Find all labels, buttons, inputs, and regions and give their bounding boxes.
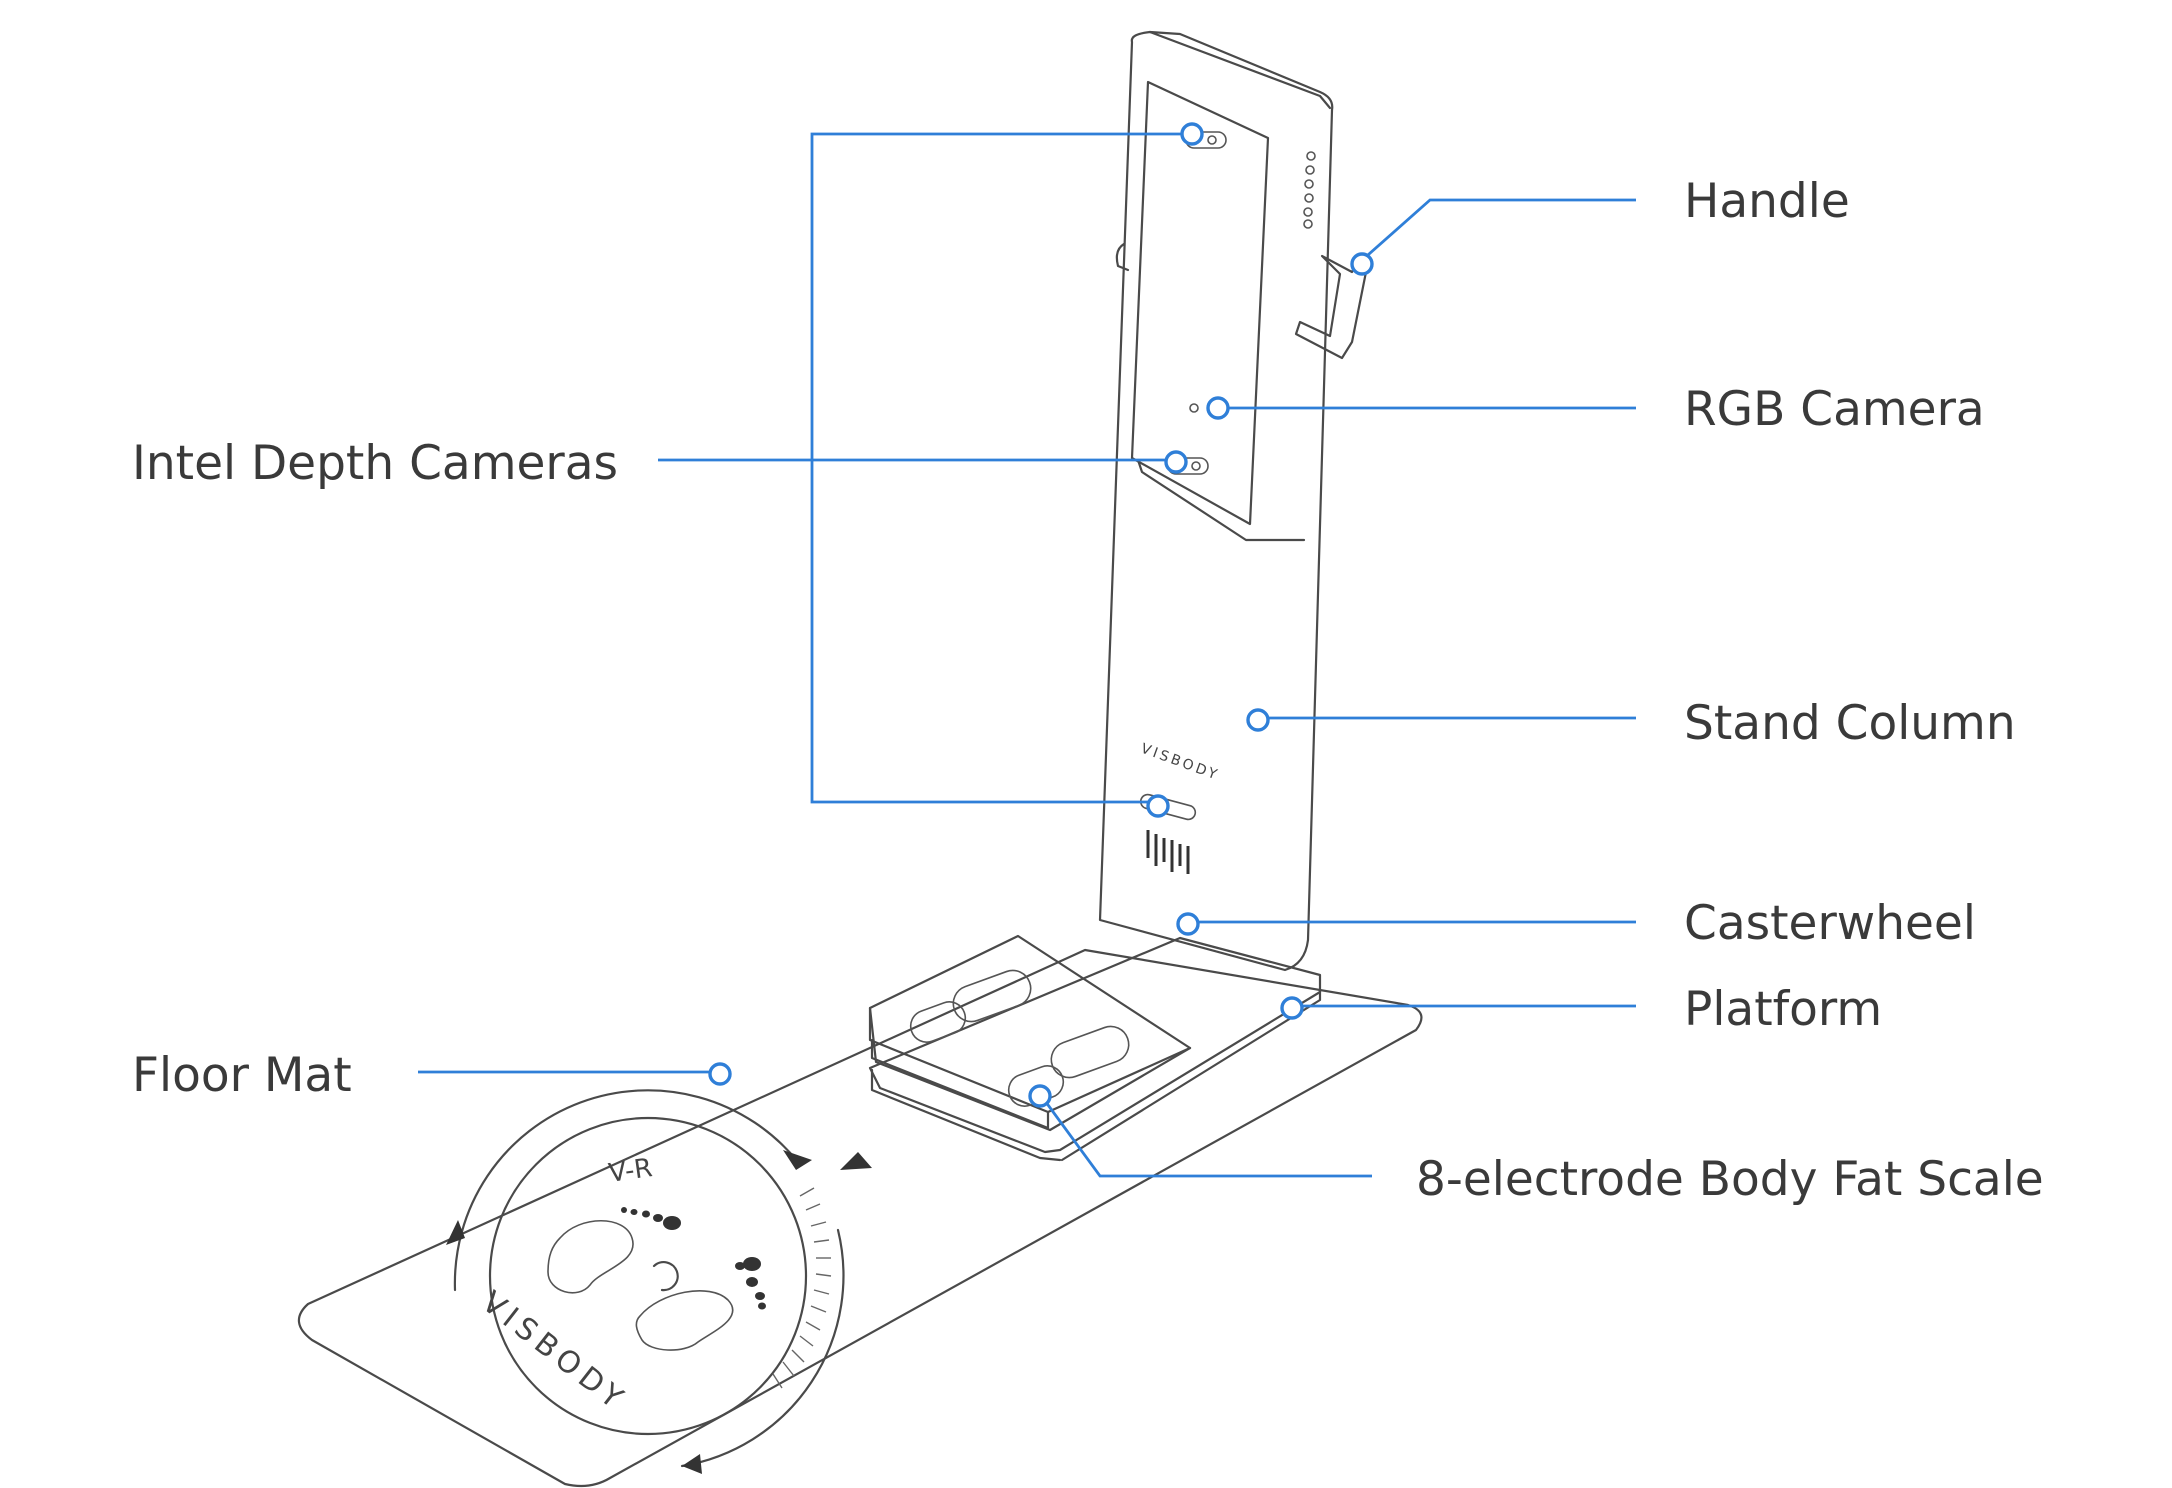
label-rgb-camera: RGB Camera bbox=[1684, 382, 1985, 437]
label-intel-depth-cameras: Intel Depth Cameras bbox=[132, 436, 619, 491]
dot-body-fat-scale bbox=[1028, 1084, 1052, 1108]
mat-circle-graphic: V-R VISBODY bbox=[446, 1089, 872, 1474]
floor-mat-drawing bbox=[297, 948, 1423, 1488]
label-handle: Handle bbox=[1684, 174, 1850, 229]
label-floor-mat: Floor Mat bbox=[132, 1048, 352, 1103]
stand-column-drawing: VISBODY bbox=[1098, 30, 1334, 972]
leader-body-fat-scale bbox=[1038, 1093, 1372, 1178]
dot-rgb-camera bbox=[1206, 396, 1230, 420]
label-casterwheel: Casterwheel bbox=[1684, 896, 1976, 951]
mat-mark-text: V-R bbox=[607, 1153, 654, 1189]
column-brand-text: VISBODY bbox=[1139, 741, 1222, 784]
leader-dots bbox=[708, 122, 1374, 1108]
scale-drawing bbox=[868, 934, 1192, 1132]
dot-depth-camera-top bbox=[1180, 122, 1204, 146]
label-stand-column: Stand Column bbox=[1684, 696, 2016, 751]
dot-platform bbox=[1280, 996, 1304, 1020]
platform-drawing bbox=[868, 936, 1322, 1162]
mat-brand-text: VISBODY bbox=[475, 1285, 634, 1420]
label-body-fat-scale: 8-electrode Body Fat Scale bbox=[1416, 1152, 2044, 1207]
dot-depth-camera-middle bbox=[1164, 450, 1188, 474]
label-platform: Platform bbox=[1684, 982, 1883, 1037]
dot-stand-column bbox=[1246, 708, 1270, 732]
leader-lines bbox=[418, 132, 1636, 1178]
leader-handle bbox=[1359, 198, 1636, 264]
dot-casterwheel bbox=[1176, 912, 1200, 936]
dot-handle bbox=[1350, 252, 1374, 276]
dot-floor-mat bbox=[708, 1062, 732, 1086]
dot-depth-camera-bottom bbox=[1146, 794, 1170, 818]
leader-depth-bracket bbox=[810, 132, 1190, 804]
